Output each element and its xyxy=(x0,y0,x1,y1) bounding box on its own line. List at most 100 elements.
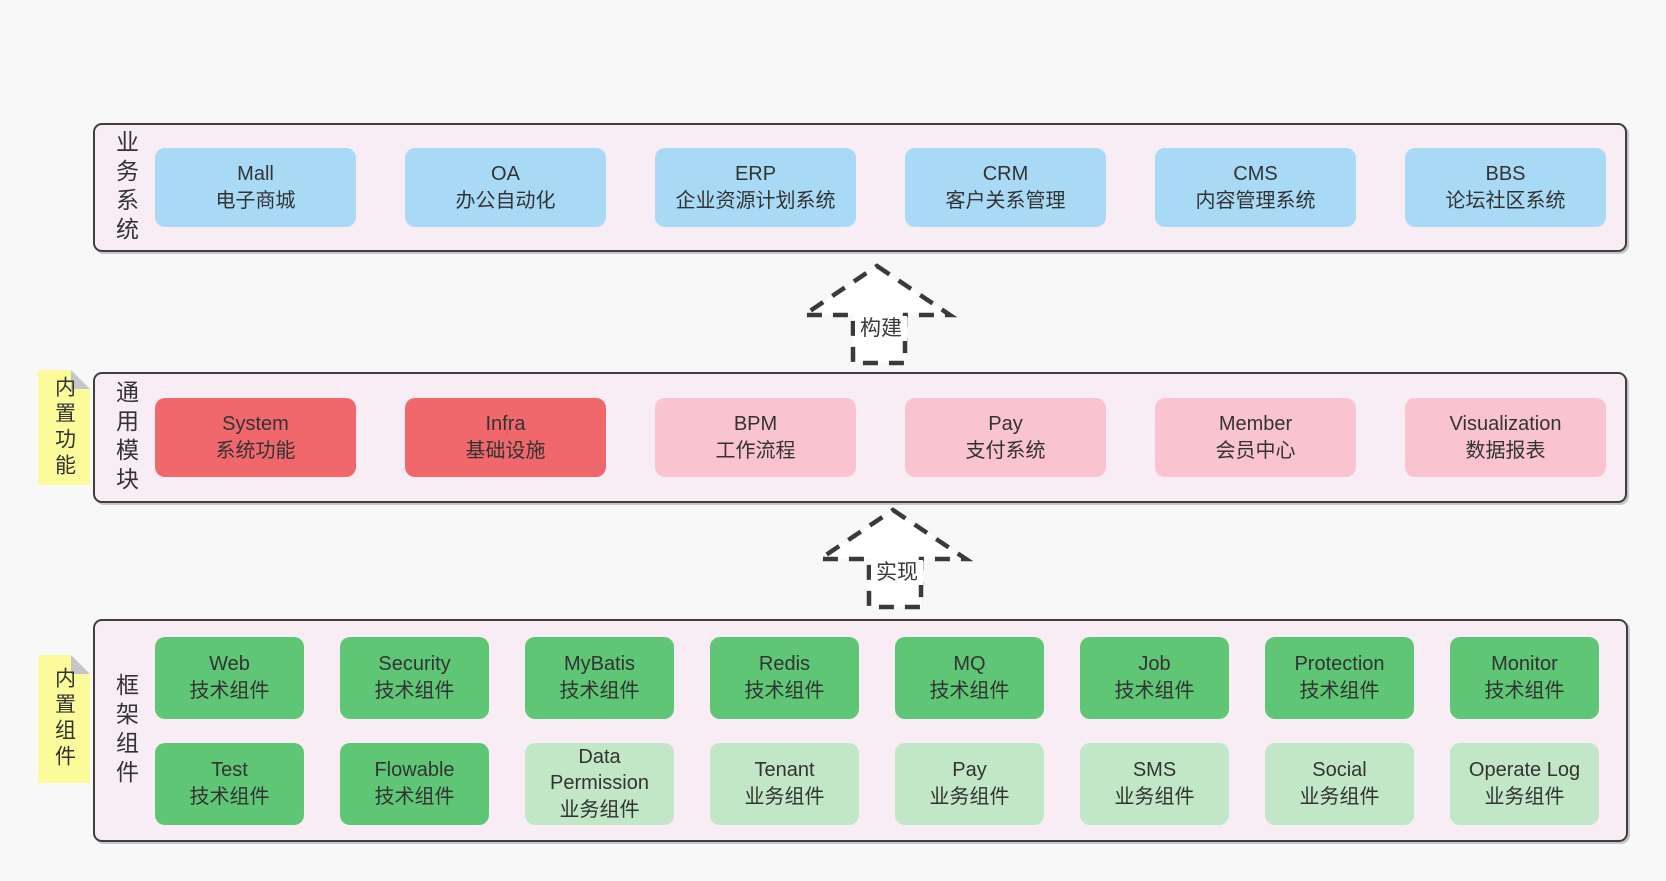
module-box-subtitle: 业务组件 xyxy=(929,785,1010,808)
module-box-subtitle: 办公自动化 xyxy=(455,189,556,212)
module-box-subtitle: 技术组件 xyxy=(189,785,270,808)
module-box-operate-log: Operate Log 业务组件 xyxy=(1450,742,1599,825)
module-box-subtitle: 数据报表 xyxy=(1465,439,1546,462)
module-box-title: MQ xyxy=(953,653,986,676)
module-box-subtitle: 业务组件 xyxy=(1299,785,1380,808)
module-box-title: CRM xyxy=(982,163,1029,186)
panel-common-modules: 通用模块 System 系统功能 Infra 基础设施 BPM 工作流程 Pay 支付系统 Me… xyxy=(93,372,1627,503)
module-box-title: Visualization xyxy=(1449,413,1562,436)
module-box-subtitle: 基础设施 xyxy=(465,439,546,462)
module-box-mall: Mall 电子商城 xyxy=(155,148,356,227)
module-box-pay: Pay 支付系统 xyxy=(905,398,1106,477)
module-box-title: Monitor xyxy=(1491,653,1558,676)
module-box-cms: CMS 内容管理系统 xyxy=(1155,148,1356,227)
module-box-title: BBS xyxy=(1485,163,1526,186)
module-box-subtitle: 业务组件 xyxy=(1484,785,1565,808)
module-box-title: Flowable xyxy=(374,759,455,782)
module-box-title: Infra xyxy=(485,413,526,436)
module-box-subtitle: 会员中心 xyxy=(1215,439,1296,462)
module-box-subtitle: 业务组件 xyxy=(559,798,640,821)
panel-business-label: 业务系统 xyxy=(112,129,139,246)
module-box-subtitle: 支付系统 xyxy=(965,439,1046,462)
module-box-monitor: Monitor 技术组件 xyxy=(1450,636,1599,719)
framework-box-row-2: Test 技术组件 Flowable 技术组件 Data Permission 业务组件 T… xyxy=(155,742,1626,825)
module-box-title: Protection xyxy=(1294,653,1385,676)
up-arrow-icon xyxy=(812,507,974,610)
module-box-security: Security 技术组件 xyxy=(340,636,489,719)
module-box-subtitle: 技术组件 xyxy=(374,785,455,808)
module-box-subtitle: 客户关系管理 xyxy=(945,189,1066,212)
module-box-title: Social xyxy=(1312,759,1367,782)
module-box-social: Social 业务组件 xyxy=(1265,742,1414,825)
module-box-sms: SMS 业务组件 xyxy=(1080,742,1229,825)
module-box-subtitle: 技术组件 xyxy=(1114,679,1195,702)
folded-corner-icon xyxy=(71,655,90,674)
sticky-note-built-in-features: 内置功能 xyxy=(38,370,90,485)
module-box-title: System xyxy=(222,413,289,436)
module-box-subtitle: 技术组件 xyxy=(1484,679,1565,702)
module-box-redis: Redis 技术组件 xyxy=(710,636,859,719)
module-box-subtitle: 技术组件 xyxy=(374,679,455,702)
module-box-protection: Protection 技术组件 xyxy=(1265,636,1414,719)
module-box-crm: CRM 客户关系管理 xyxy=(905,148,1106,227)
build-arrow: 构建 xyxy=(796,260,960,370)
module-box-infra: Infra 基础设施 xyxy=(405,398,606,477)
implement-arrow-label: 实现 xyxy=(871,560,923,585)
module-box-subtitle: 业务组件 xyxy=(1114,785,1195,808)
module-box-title: Redis xyxy=(758,653,811,676)
module-box-title: ERP xyxy=(734,163,777,186)
module-box-subtitle: 技术组件 xyxy=(189,679,270,702)
module-box-system: System 系统功能 xyxy=(155,398,356,477)
module-box-title: Mall xyxy=(237,163,274,186)
module-box-subtitle: 技术组件 xyxy=(744,679,825,702)
panel-business-systems: 业务系统 Mall 电子商城 OA 办公自动化 ERP 企业资源计划系统 CRM 客户关系管理… xyxy=(93,123,1627,252)
module-box-subtitle: 技术组件 xyxy=(1299,679,1380,702)
module-box-flowable: Flowable 技术组件 xyxy=(340,742,489,825)
module-box-title: BPM xyxy=(733,413,778,436)
module-box-title: Test xyxy=(211,759,248,782)
module-box-oa: OA 办公自动化 xyxy=(405,148,606,227)
module-box-title: Operate Log xyxy=(1468,759,1581,782)
module-box-title: Pay xyxy=(988,413,1023,436)
module-box-job: Job 技术组件 xyxy=(1080,636,1229,719)
module-box-title: Pay xyxy=(952,759,987,782)
module-box-subtitle: 企业资源计划系统 xyxy=(675,189,836,212)
up-arrow-icon xyxy=(796,263,958,366)
panel-framework-label: 框架组件 xyxy=(112,672,139,789)
module-box-bpm: BPM 工作流程 xyxy=(655,398,856,477)
module-box-subtitle: 内容管理系统 xyxy=(1195,189,1316,212)
module-box-title: CMS xyxy=(1233,163,1278,186)
note-features-label: 内置功能 xyxy=(52,375,76,480)
business-box-row: Mall 电子商城 OA 办公自动化 ERP 企业资源计划系统 CRM 客户关系管理 CMS 内容… xyxy=(155,125,1628,250)
build-arrow-label: 构建 xyxy=(855,316,907,341)
note-components-label: 内置组件 xyxy=(52,667,76,771)
module-box-subtitle: 系统功能 xyxy=(215,439,296,462)
module-box-title: Data Permission xyxy=(550,745,649,795)
module-box-title: Security xyxy=(378,653,451,676)
implement-arrow: 实现 xyxy=(812,504,976,614)
module-box-title: SMS xyxy=(1132,759,1177,782)
module-box-subtitle: 电子商城 xyxy=(215,189,296,212)
module-box-visualization: Visualization 数据报表 xyxy=(1405,398,1606,477)
module-box-data-permission: Data Permission 业务组件 xyxy=(525,742,674,825)
module-box-subtitle: 工作流程 xyxy=(715,439,796,462)
folded-corner-icon xyxy=(71,370,90,389)
module-box-title: MyBatis xyxy=(563,653,636,676)
module-box-web: Web 技术组件 xyxy=(155,636,304,719)
module-box-subtitle: 技术组件 xyxy=(929,679,1010,702)
module-box-title: Job xyxy=(1138,653,1171,676)
sticky-note-built-in-components: 内置组件 xyxy=(38,655,90,783)
module-box-title: Web xyxy=(209,653,250,676)
module-box-title: OA xyxy=(491,163,520,186)
panel-common-label: 通用模块 xyxy=(112,379,139,496)
module-box-pay: Pay 业务组件 xyxy=(895,742,1044,825)
